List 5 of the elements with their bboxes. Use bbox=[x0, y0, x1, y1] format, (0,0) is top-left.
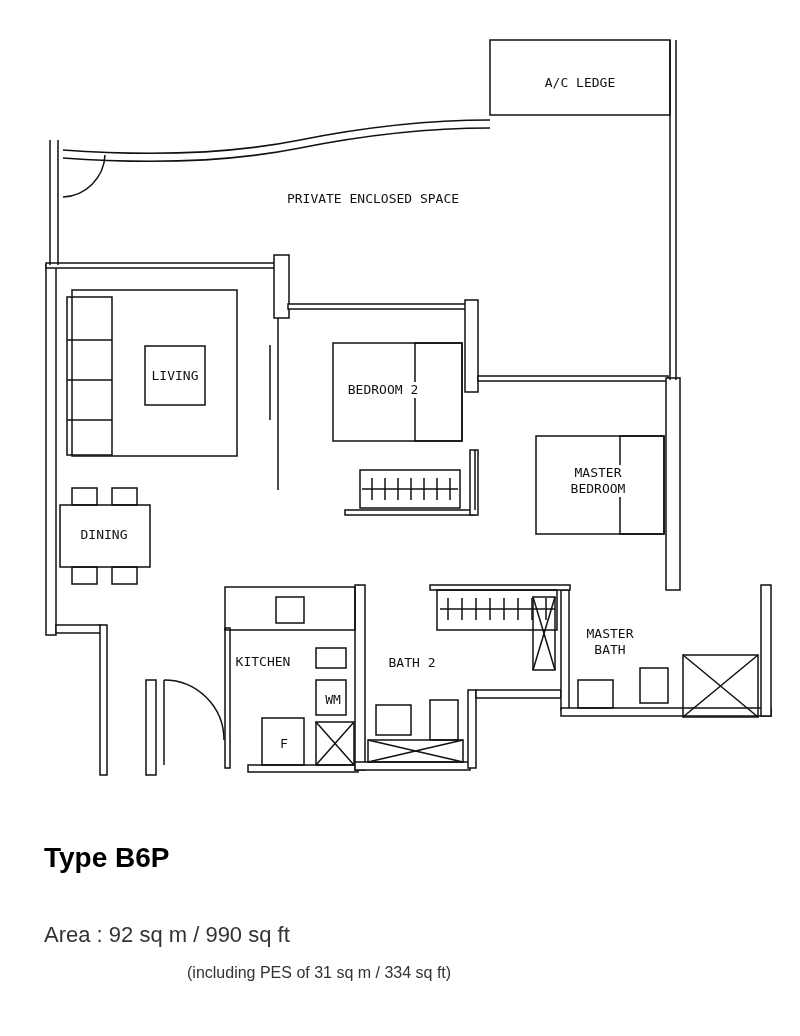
plan-title: Type B6P bbox=[44, 842, 170, 874]
area-note: (including PES of 31 sq m / 334 sq ft) bbox=[187, 964, 452, 982]
room-label: BEDROOM 2 bbox=[346, 382, 420, 398]
room-label: A/C LEDGE bbox=[543, 75, 617, 91]
area-text: Area : 92 sq m / 990 sq ft bbox=[44, 922, 290, 948]
